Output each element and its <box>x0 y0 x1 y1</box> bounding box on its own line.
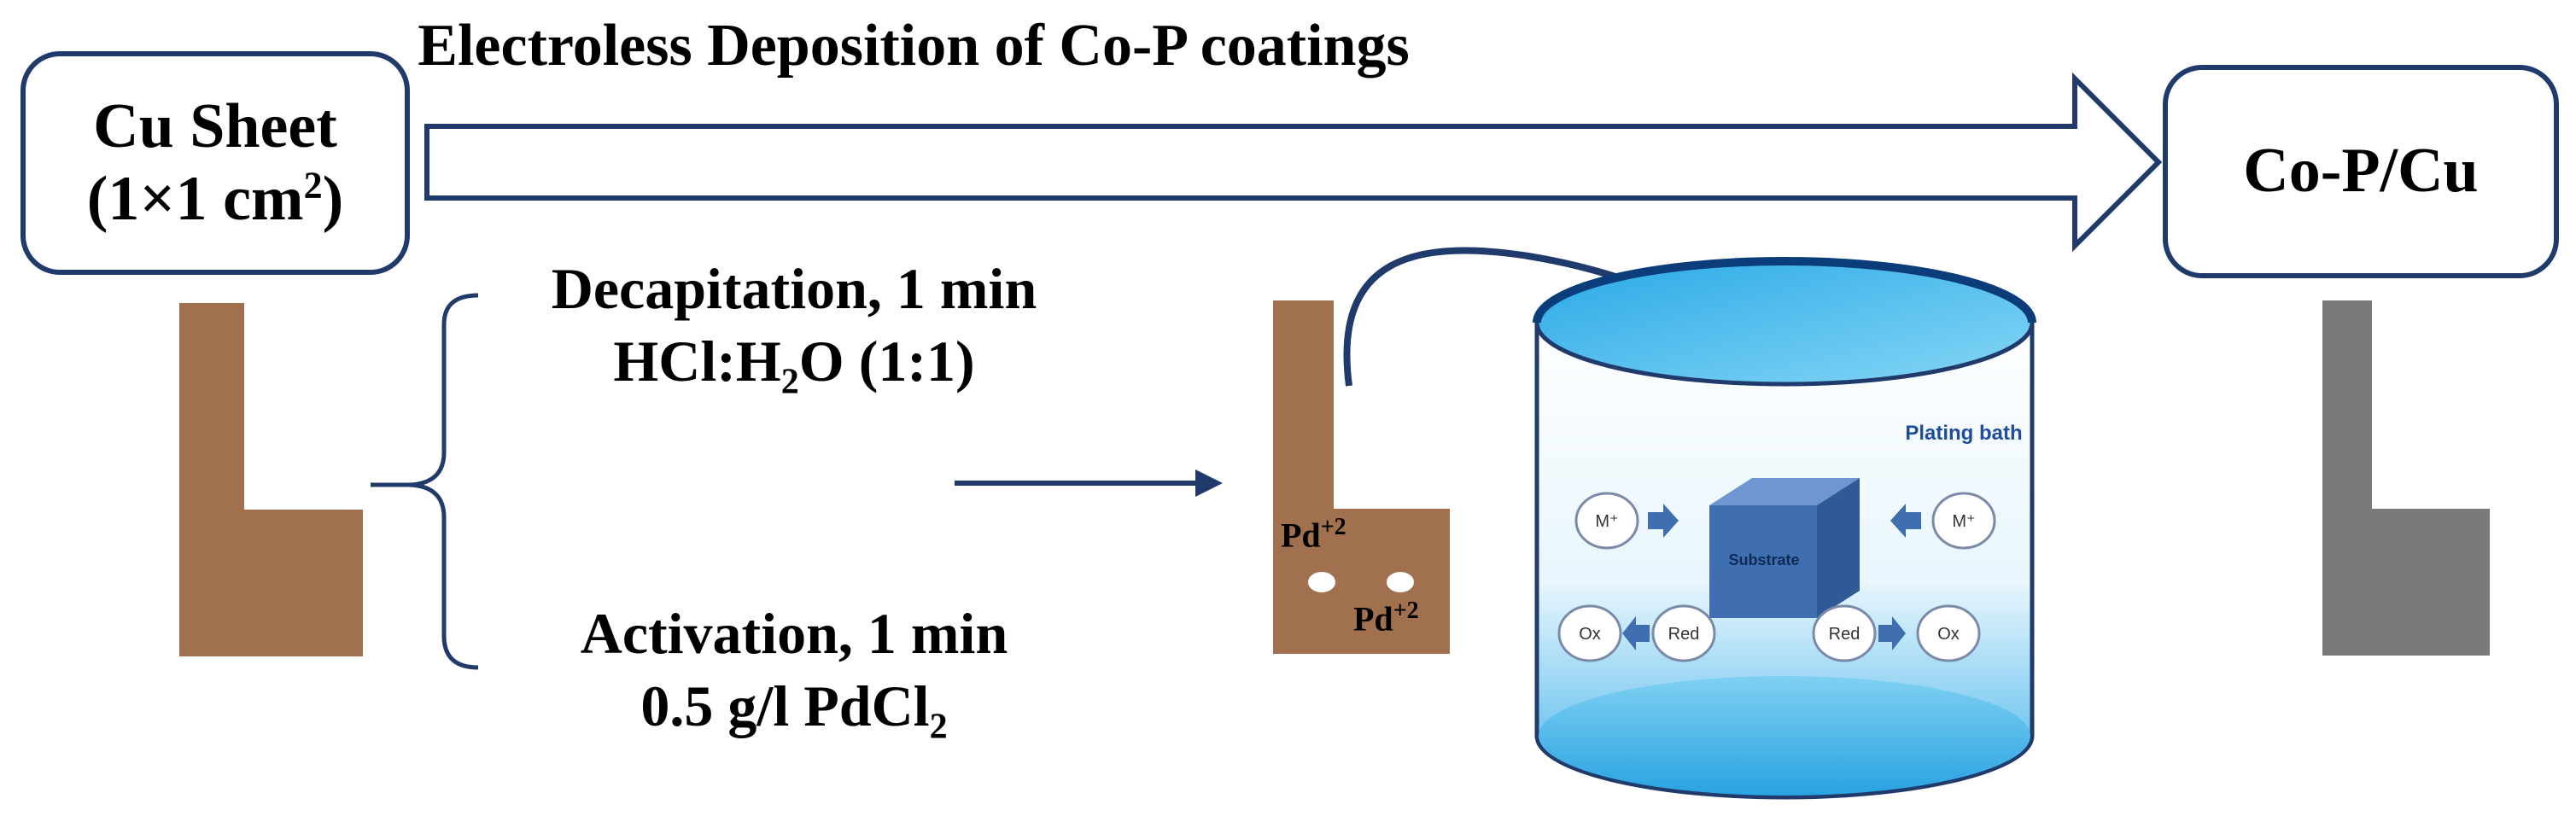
ion-m-right: M⁺ <box>1952 512 1975 531</box>
diagram-title: Electroless Deposition of Co-P coatings <box>418 13 1410 79</box>
decapitation-title: Decapitation, 1 min <box>551 256 1037 321</box>
activation-step: Activation, 1 min 0.5 g/l PdCl2 <box>478 598 1110 749</box>
arrow-m-right-to-substrate <box>1890 504 1921 538</box>
step-brace <box>371 293 479 670</box>
step-arrow-head <box>1195 469 1223 497</box>
arrow-red-to-ox-left <box>1622 616 1650 650</box>
decapitation-solution: HCl:H2O (1:1) <box>613 329 975 402</box>
arrow-m-left-to-substrate <box>1648 504 1679 538</box>
copper-sheet-start <box>179 303 363 656</box>
ox-right: Ox <box>1937 625 1960 644</box>
copper-sheet-activated <box>1273 300 1450 654</box>
co-p-cu-box: Co-P/Cu <box>2163 65 2559 278</box>
red-left: Red <box>1668 625 1700 644</box>
plating-bath-label: Plating bath <box>1905 422 2022 445</box>
pd-particle-2 <box>1387 572 1414 592</box>
substrate-label: Substrate <box>1728 551 1799 568</box>
ion-m-left: M⁺ <box>1595 512 1618 531</box>
activation-title: Activation, 1 min <box>580 601 1008 666</box>
cu-sheet-size: (1×1 cm2) <box>86 164 344 234</box>
pd-label-1: Pd+2 <box>1281 514 1346 555</box>
cu-sheet-label: Cu Sheet <box>93 90 337 161</box>
substrate-cube-side <box>1817 478 1860 618</box>
substrate-cube-top <box>1709 478 1860 505</box>
ox-left: Ox <box>1579 625 1601 644</box>
pd-particle-1 <box>1308 572 1335 592</box>
cu-sheet-box: Cu Sheet (1×1 cm2) <box>20 51 410 275</box>
plating-bath-bottom <box>1539 676 2030 796</box>
main-process-arrow <box>424 72 2163 253</box>
substrate-cube-front <box>1709 505 1817 618</box>
arrow-red-to-ox-right <box>1878 616 1906 650</box>
pd-label-2: Pd+2 <box>1353 598 1419 638</box>
red-right: Red <box>1829 625 1860 644</box>
decapitation-step: Decapitation, 1 min HCl:H2O (1:1) <box>478 253 1110 405</box>
coated-sheet-end <box>2322 300 2490 656</box>
co-p-cu-label: Co-P/Cu <box>2243 136 2479 207</box>
activation-solution: 0.5 g/l PdCl2 <box>640 673 948 747</box>
